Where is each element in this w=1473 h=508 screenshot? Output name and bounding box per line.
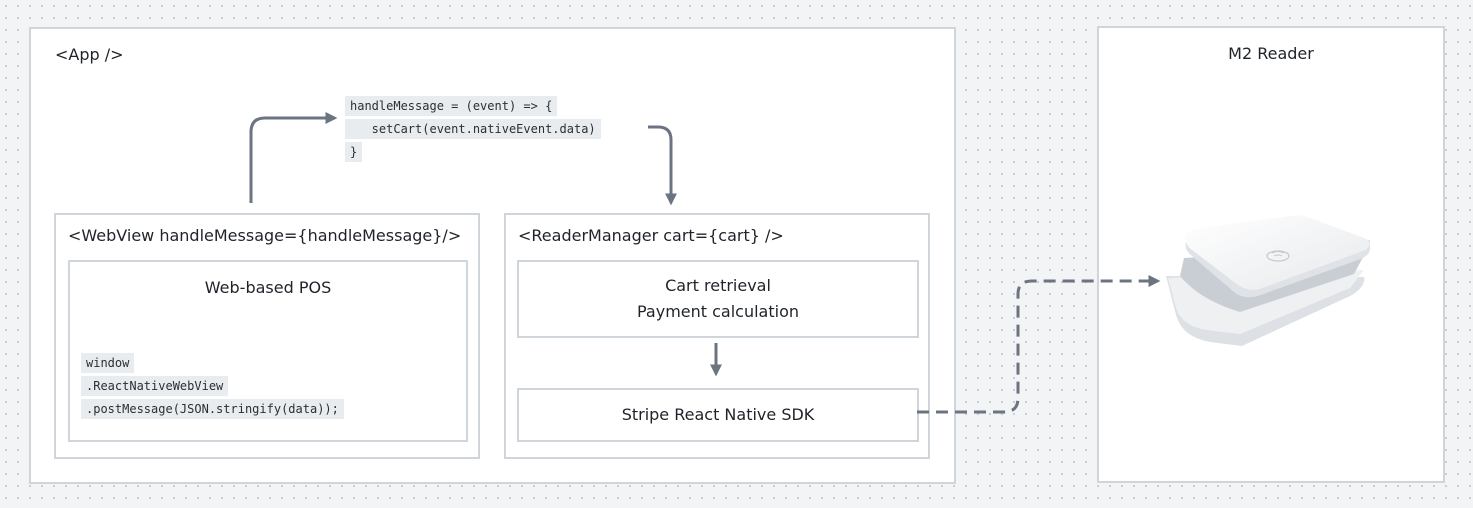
handler-code-line-1: handleMessage = (event) => { xyxy=(345,96,558,116)
reader-manager-container: <ReaderManager cart={cart} /> Cart retri… xyxy=(504,213,930,459)
cart-retrieval-label: Cart retrieval xyxy=(665,276,771,295)
webview-container: <WebView handleMessage={handleMessage}/>… xyxy=(54,213,480,459)
stripe-sdk-label: Stripe React Native SDK xyxy=(621,405,815,424)
postmessage-code-line-3: .postMessage(JSON.stringify(data)); xyxy=(81,399,344,419)
web-pos-title: Web-based POS xyxy=(204,278,332,297)
reader-manager-title: <ReaderManager cart={cart} /> xyxy=(518,226,784,245)
m2-reader-title: M2 Reader xyxy=(1228,44,1314,63)
handler-code-line-2: setCart(event.nativeEvent.data) xyxy=(345,119,601,139)
cart-retrieval-box: Cart retrieval Payment calculation xyxy=(517,260,919,338)
postmessage-code-line-2: .ReactNativeWebView xyxy=(81,376,229,396)
app-title: <App /> xyxy=(55,45,124,64)
postmessage-code-line-1: window xyxy=(81,353,135,373)
webview-title: <WebView handleMessage={handleMessage}/> xyxy=(68,226,462,245)
payment-calculation-label: Payment calculation xyxy=(636,302,799,321)
m2-reader-container: M2 Reader xyxy=(1097,26,1445,483)
handler-code-line-3: } xyxy=(345,142,363,162)
stripe-sdk-box: Stripe React Native SDK xyxy=(517,388,919,442)
